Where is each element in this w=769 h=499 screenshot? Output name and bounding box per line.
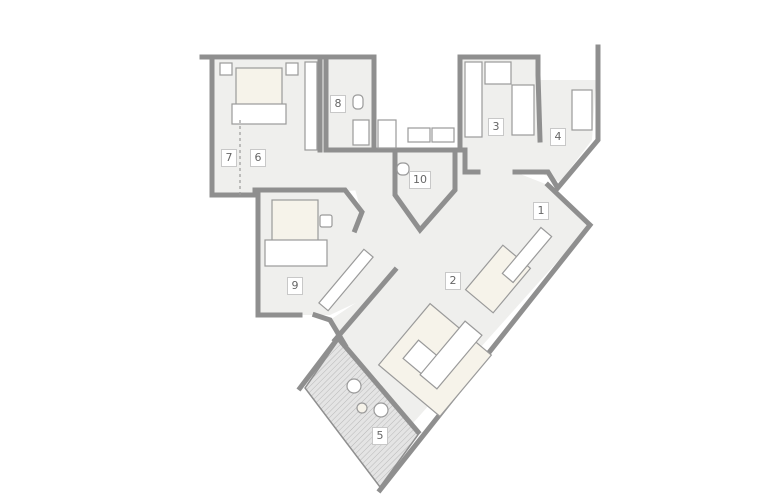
sideboard xyxy=(501,226,553,284)
room-label-6: 6 xyxy=(250,149,266,167)
wardrobe-second xyxy=(318,248,374,312)
kitchen-counter xyxy=(464,61,483,138)
furniture xyxy=(219,61,593,418)
sofa xyxy=(419,320,483,390)
room-label-3: 3 xyxy=(488,118,504,136)
room-label-2: 2 xyxy=(445,272,461,290)
kitchen-counter xyxy=(511,84,535,136)
wardrobe xyxy=(304,61,318,151)
shower xyxy=(377,119,397,149)
room-label-9: 9 xyxy=(287,277,303,295)
balcony-chair xyxy=(346,378,362,394)
toilet xyxy=(396,162,410,176)
chair xyxy=(319,214,333,228)
stove xyxy=(484,61,512,85)
cabinet xyxy=(431,127,455,143)
balcony-table xyxy=(356,402,368,414)
room-label-1: 1 xyxy=(533,202,549,220)
nightstand xyxy=(285,62,299,76)
room-label-7: 7 xyxy=(221,149,237,167)
cabinet xyxy=(407,127,431,143)
room-label-5: 5 xyxy=(372,427,388,445)
room-label-10: 10 xyxy=(409,171,431,189)
bed-second-blanket xyxy=(264,239,328,267)
nightstand xyxy=(219,62,233,76)
sink xyxy=(352,119,370,146)
room-label-8: 8 xyxy=(330,95,346,113)
bed-second xyxy=(271,199,319,246)
balcony-chair xyxy=(373,402,389,418)
living-floor xyxy=(330,152,590,460)
toilet xyxy=(352,94,364,110)
washing-machine xyxy=(571,89,593,131)
room-label-4: 4 xyxy=(550,128,566,146)
bed-master-blanket xyxy=(231,103,287,125)
